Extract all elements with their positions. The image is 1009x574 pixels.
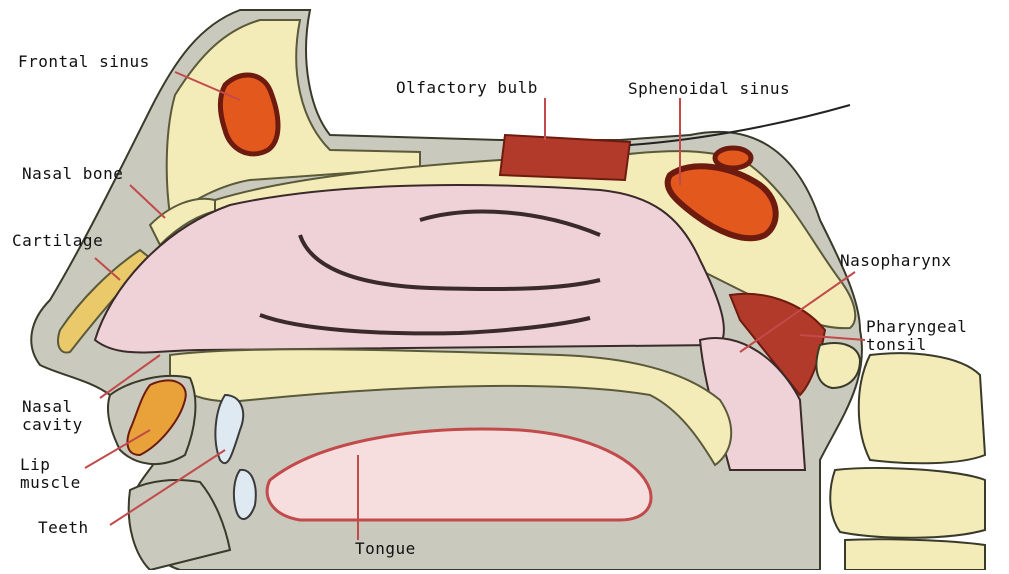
sphenoidal-sinus-upper bbox=[715, 148, 751, 168]
olfactory-bulb bbox=[500, 135, 630, 180]
label-olfactory-bulb: Olfactory bulb bbox=[396, 79, 538, 97]
label-teeth: Teeth bbox=[38, 519, 89, 537]
label-tongue: Tongue bbox=[355, 540, 416, 558]
label-nasal-cavity: Nasal cavity bbox=[22, 398, 83, 434]
label-frontal-sinus: Frontal sinus bbox=[18, 53, 150, 71]
label-pharyngeal-tonsil: Pharyngeal tonsil bbox=[866, 318, 967, 354]
label-sphenoidal-sinus: Sphenoidal sinus bbox=[628, 80, 790, 98]
lower-teeth bbox=[234, 470, 256, 519]
vertebra-2 bbox=[859, 353, 985, 463]
label-lip-muscle: Lip muscle bbox=[20, 456, 81, 492]
label-nasal-bone: Nasal bone bbox=[22, 165, 123, 183]
label-nasopharynx: Nasopharynx bbox=[840, 252, 951, 270]
vertebra-3 bbox=[830, 468, 985, 538]
label-cartilage: Cartilage bbox=[12, 232, 103, 250]
frontal-sinus bbox=[220, 75, 278, 154]
vertebra-4 bbox=[845, 539, 985, 570]
